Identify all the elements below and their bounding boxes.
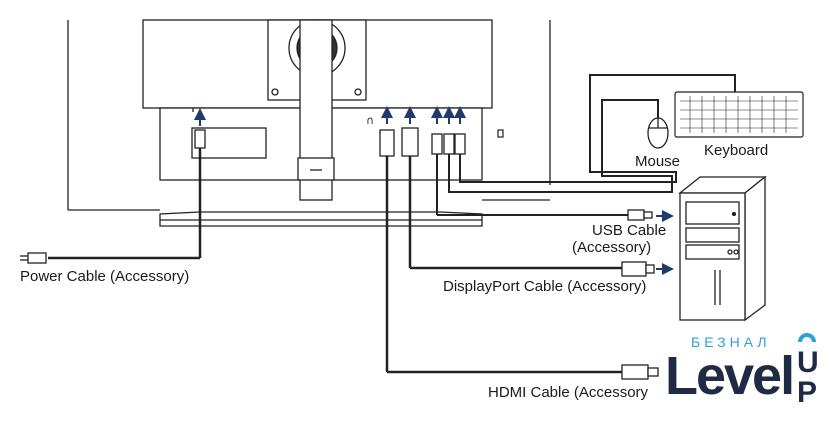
hdmi-cable-label: HDMI Cable (Accessory: [488, 384, 649, 401]
keyboard-label: Keyboard: [704, 142, 769, 159]
mouse-label: Mouse: [635, 153, 681, 170]
brand-small-text: БЕЗНАЛ: [691, 334, 771, 350]
brand-logo: БЕЗНАЛ Level UP: [665, 330, 835, 418]
displayport-cable-label: DisplayPort Cable (Accessory): [443, 278, 647, 295]
usb-cable: [431, 133, 653, 221]
brand-big-text: Level: [665, 346, 795, 406]
brand-up-text: UP: [797, 346, 819, 409]
mouse-device: [647, 117, 669, 149]
peripheral-cables: [443, 74, 736, 193]
power-cable-label: Power Cable (Accessory): [20, 268, 190, 285]
usb-cable-accessory-label: (Accessory): [572, 239, 652, 256]
svg-text:∩: ∩: [366, 114, 374, 127]
hdmi-cable: [379, 129, 659, 380]
power-cable: [20, 129, 206, 264]
port-panel: ∩: [366, 114, 504, 138]
keyboard-device: [674, 91, 804, 138]
port-arrows: [194, 106, 466, 126]
monitor-stand: [159, 19, 483, 227]
brand-accent-icon: [798, 333, 816, 343]
usb-cable-label: USB Cable: [592, 222, 667, 239]
displayport-cable: [401, 127, 655, 277]
pc-tower: [678, 175, 767, 322]
